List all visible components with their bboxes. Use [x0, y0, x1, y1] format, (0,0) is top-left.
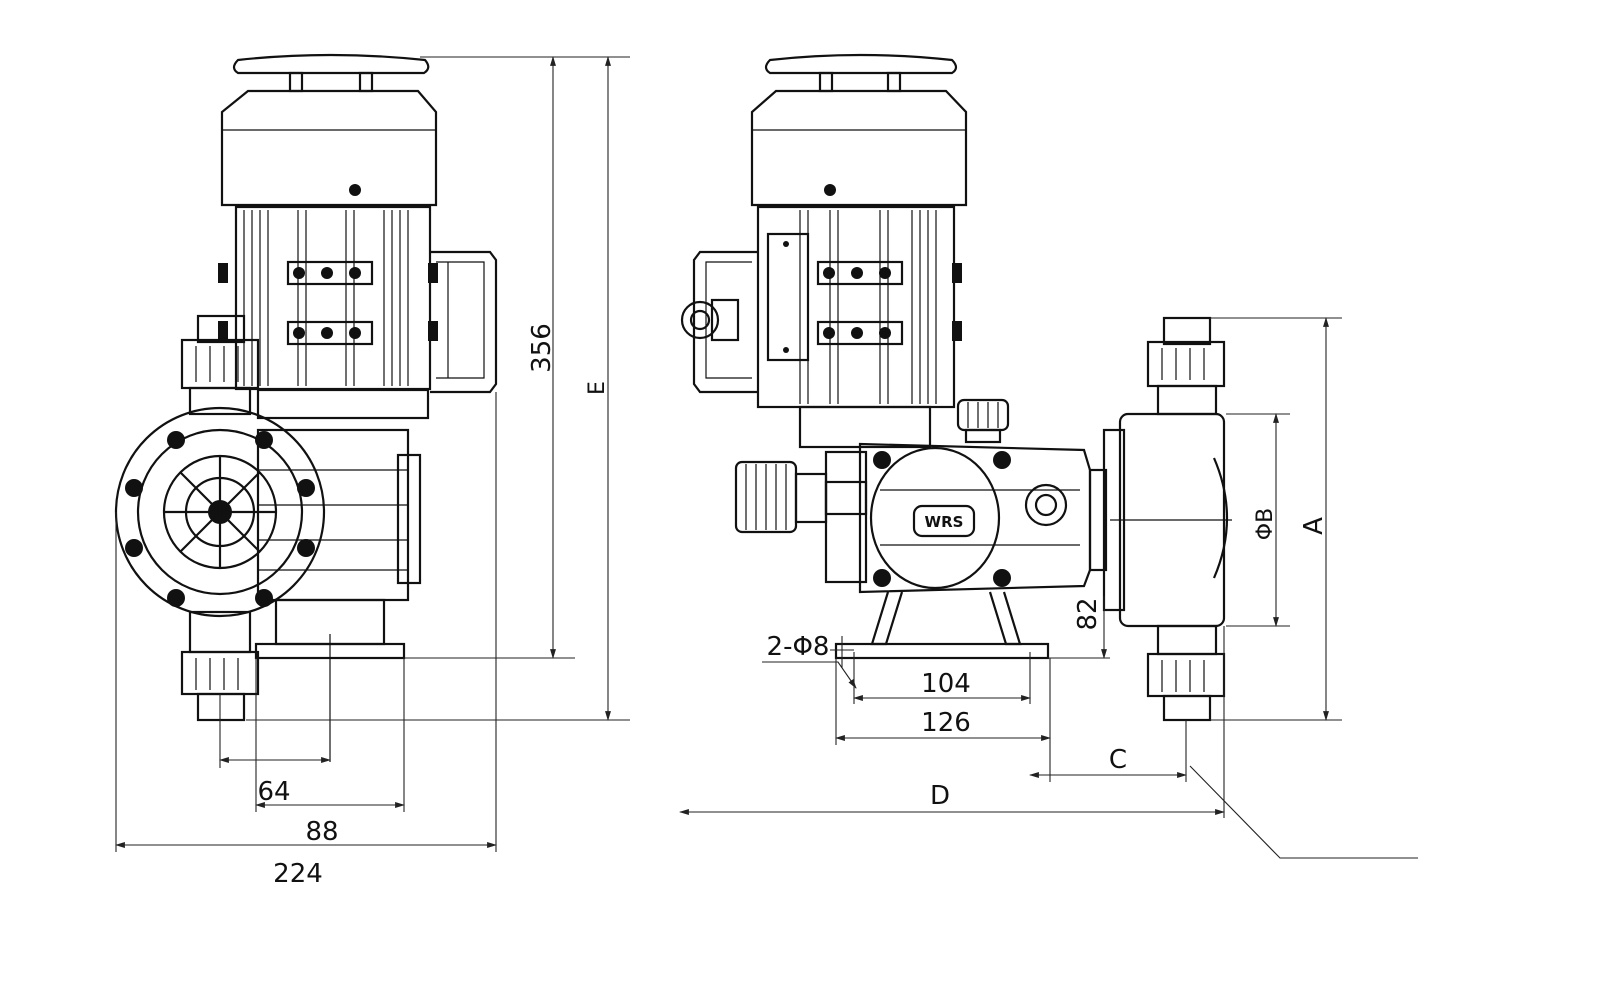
gearbox-housing — [254, 388, 430, 762]
dim-c-label: C — [1109, 745, 1127, 775]
dim-82-label: 82 — [1073, 597, 1103, 630]
dim-a-label: A — [1299, 517, 1329, 535]
dim-88-label: 88 — [305, 817, 338, 847]
dim-356-label: 356 — [527, 323, 557, 373]
brand-logo-text: WRS — [925, 513, 964, 531]
motor-body — [218, 205, 438, 391]
side-motor-fan-cap — [750, 53, 968, 207]
side-view: WRS — [680, 53, 1232, 722]
dim-224-label: 224 — [273, 859, 323, 889]
side-gearbox-housing: WRS — [824, 442, 1092, 594]
pump-head-disk — [114, 406, 326, 618]
side-view-dimensions: 2-Φ8 104 126 82 ΦB A C D — [679, 317, 1418, 859]
side-motor-body — [756, 205, 962, 449]
dim-e-label: E — [585, 381, 610, 395]
dim-126-label: 126 — [921, 708, 971, 738]
dim-phi-b-label: ΦB — [1253, 508, 1278, 540]
top-adjust-knob — [956, 398, 1010, 444]
stroke-adjust-knob — [734, 460, 868, 534]
terminal-box — [430, 250, 498, 394]
dim-64-label: 64 — [257, 777, 290, 807]
side-base-foot — [834, 591, 1050, 660]
side-lower-valve — [1146, 624, 1226, 722]
lower-valve — [180, 610, 260, 722]
front-view — [114, 53, 498, 762]
side-upper-valve — [1146, 316, 1226, 416]
dim-104-label: 104 — [921, 669, 971, 699]
dim-d-label: D — [930, 781, 950, 811]
dim-hole-spec-label: 2-Φ8 — [767, 632, 830, 662]
front-view-dimensions: 356 E 64 88 224 — [115, 56, 630, 889]
side-terminal-box — [680, 250, 758, 394]
motor-fan-cap — [220, 53, 438, 207]
upper-valve — [180, 314, 260, 416]
side-pump-head — [1088, 412, 1232, 628]
